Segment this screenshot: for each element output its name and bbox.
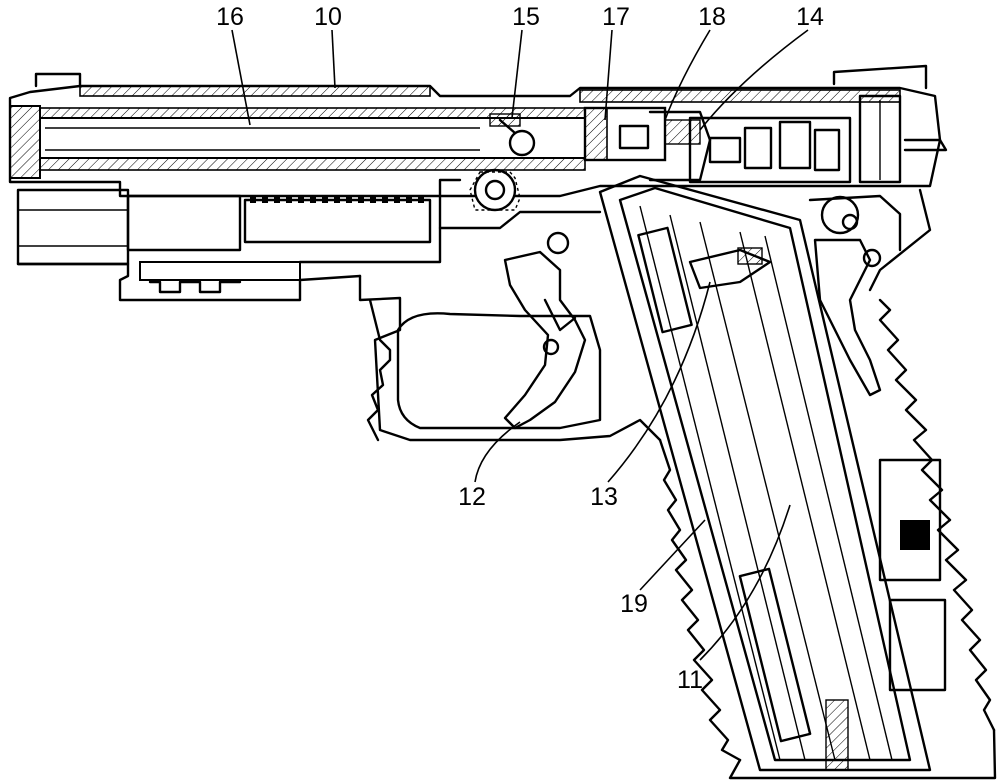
leader-10 xyxy=(331,29,336,89)
reference-numerals: 16 10 15 17 18 14 12 13 19 11 xyxy=(216,3,824,694)
leader-14 xyxy=(699,29,809,131)
leader-18 xyxy=(664,29,711,121)
barrel xyxy=(39,107,586,171)
label-18: 18 xyxy=(698,3,726,31)
bb-pellet xyxy=(489,113,536,157)
label-14: 14 xyxy=(796,3,824,31)
label-12: 12 xyxy=(458,483,486,511)
leader-17 xyxy=(604,29,613,121)
leader-13 xyxy=(607,281,711,483)
magazine xyxy=(598,174,932,772)
leader-12 xyxy=(474,421,521,483)
leader-16 xyxy=(231,29,251,126)
rear-sight xyxy=(832,64,928,90)
nozzle-assembly xyxy=(583,94,948,184)
label-17: 17 xyxy=(602,3,630,31)
trigger xyxy=(503,231,587,430)
leader-lines xyxy=(231,29,809,661)
label-13: 13 xyxy=(590,483,618,511)
label-16: 16 xyxy=(216,3,244,31)
label-10: 10 xyxy=(314,3,342,31)
leader-11 xyxy=(699,504,791,661)
rear-internals xyxy=(808,194,947,692)
label-15: 15 xyxy=(512,3,540,31)
frame xyxy=(16,188,662,442)
leader-15 xyxy=(511,29,523,119)
label-19: 19 xyxy=(620,590,648,618)
leader-19 xyxy=(639,519,706,591)
front-sight xyxy=(34,72,82,88)
label-11: 11 xyxy=(677,666,703,694)
hammer xyxy=(438,168,521,230)
